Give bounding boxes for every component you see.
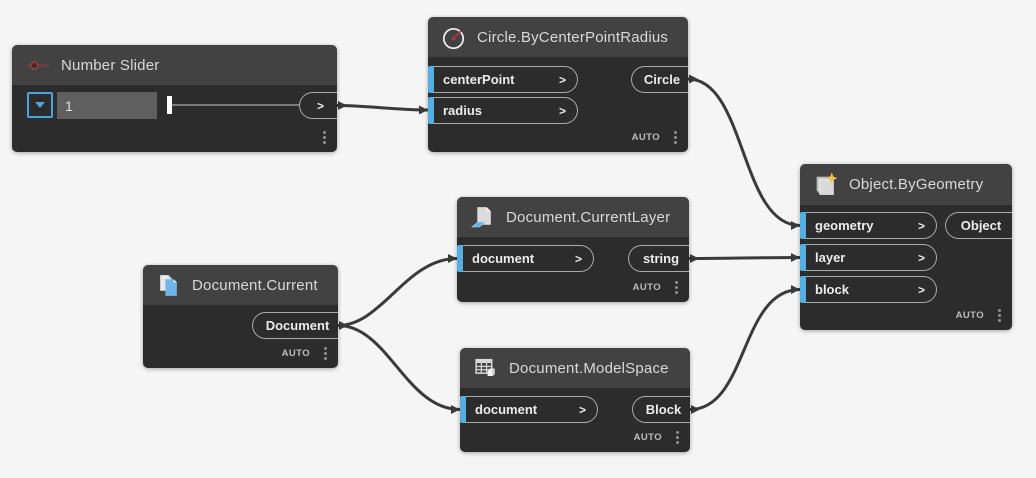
lacing-auto-label[interactable]: AUTO <box>955 310 984 321</box>
node-circle-bycenterpointradius[interactable]: Circle.ByCenterPointRadius centerPoint >… <box>428 17 688 152</box>
input-port-document[interactable]: document > <box>457 245 594 272</box>
input-port-block[interactable]: block > <box>800 276 937 303</box>
input-tab[interactable] <box>428 97 434 124</box>
node-document-currentlayer[interactable]: Document.CurrentLayer document > string … <box>457 197 689 302</box>
port-chevron: > <box>558 72 566 87</box>
output-port-circle[interactable]: Circle <box>631 66 688 93</box>
circle-radius-icon <box>442 27 465 49</box>
node-menu-kebab[interactable] <box>322 130 327 145</box>
port-chevron: > <box>558 103 566 118</box>
wire-document-to-currentlayer[interactable] <box>337 257 458 327</box>
port-label: geometry <box>815 218 874 233</box>
input-port-centerpoint[interactable]: centerPoint > <box>428 66 578 93</box>
slider-type-dropdown[interactable] <box>27 92 53 118</box>
lacing-auto-label[interactable]: AUTO <box>281 348 310 359</box>
node-menu-kebab[interactable] <box>997 308 1002 323</box>
port-label: centerPoint <box>443 72 515 87</box>
node-document-current[interactable]: Document.Current Document AUTO <box>143 265 338 368</box>
slider-track[interactable] <box>171 104 299 106</box>
document-layer-icon <box>470 206 491 227</box>
node-title: Circle.ByCenterPointRadius <box>477 28 669 46</box>
port-label: document <box>472 251 535 266</box>
wire-endpoint-arrows <box>338 74 800 414</box>
input-tab[interactable] <box>800 276 806 303</box>
port-chevron: > <box>917 218 925 233</box>
input-port-document[interactable]: document > <box>460 396 598 423</box>
node-object-bygeometry[interactable]: Object.ByGeometry geometry > layer > blo… <box>800 164 1012 330</box>
node-header[interactable]: Circle.ByCenterPointRadius <box>428 17 688 57</box>
node-menu-kebab[interactable] <box>675 430 680 445</box>
input-tab[interactable] <box>428 66 434 93</box>
input-port-geometry[interactable]: geometry > <box>800 212 937 239</box>
slider-icon <box>26 60 49 70</box>
output-port-object[interactable]: Object <box>945 212 1012 239</box>
node-title: Object.ByGeometry <box>849 176 984 193</box>
output-port-document[interactable]: Document <box>252 312 338 339</box>
node-title: Document.Current <box>192 276 318 294</box>
node-body: document > string AUTO <box>457 237 689 302</box>
node-header[interactable]: Document.ModelSpace <box>460 348 690 388</box>
port-label: radius <box>443 103 483 118</box>
node-body: centerPoint > radius > Circle AUTO <box>428 57 688 152</box>
wire-slider-to-radius[interactable] <box>336 104 429 112</box>
output-port-string[interactable]: string <box>628 245 689 272</box>
wire-string-to-layer[interactable] <box>688 256 801 260</box>
node-body: Document AUTO <box>143 305 338 368</box>
lacing-auto-label[interactable]: AUTO <box>632 282 661 293</box>
slider-thumb[interactable] <box>167 96 172 114</box>
node-document-modelspace[interactable]: Document.ModelSpace document > Block AUT… <box>460 348 690 452</box>
node-header[interactable]: Document.CurrentLayer <box>457 197 689 237</box>
port-chevron: > <box>578 402 586 417</box>
port-chevron: > <box>574 251 582 266</box>
node-menu-kebab[interactable] <box>674 280 679 295</box>
input-port-layer[interactable]: layer > <box>800 244 937 271</box>
node-title: Number Slider <box>61 56 160 74</box>
port-label: layer <box>815 250 846 265</box>
input-port-radius[interactable]: radius > <box>428 97 578 124</box>
slider-value-input[interactable]: 1 <box>57 92 157 119</box>
lacing-auto-label[interactable]: AUTO <box>633 432 662 443</box>
node-title: Document.ModelSpace <box>509 359 669 377</box>
output-port-block[interactable]: Block <box>632 396 690 423</box>
port-chevron: > <box>917 282 925 297</box>
lacing-auto-label[interactable]: AUTO <box>631 132 660 143</box>
port-label: document <box>475 402 538 417</box>
input-tab[interactable] <box>460 396 466 423</box>
node-menu-kebab[interactable] <box>673 130 678 145</box>
port-chevron: > <box>917 250 925 265</box>
input-tab[interactable] <box>800 212 806 239</box>
node-body: 1 > <box>12 85 337 152</box>
wire-block-to-block[interactable] <box>689 288 801 411</box>
node-body: document > Block AUTO <box>460 388 690 452</box>
wire-circle-to-geometry[interactable] <box>687 77 801 227</box>
documents-icon <box>160 274 177 296</box>
input-tab[interactable] <box>457 245 463 272</box>
node-body: geometry > layer > block > Object AUTO <box>800 205 1012 330</box>
sheets-star-icon <box>816 172 838 195</box>
table-cube-icon <box>475 358 495 376</box>
output-port-value[interactable]: > <box>299 92 337 119</box>
input-tab[interactable] <box>800 244 806 271</box>
node-title: Document.CurrentLayer <box>506 208 671 226</box>
node-number-slider[interactable]: Number Slider 1 > <box>12 45 337 152</box>
node-header[interactable]: Document.Current <box>143 265 338 305</box>
node-header[interactable]: Number Slider <box>12 45 337 85</box>
chevron-down-icon <box>35 102 45 108</box>
node-menu-kebab[interactable] <box>323 346 328 361</box>
node-header[interactable]: Object.ByGeometry <box>800 164 1012 205</box>
wire-document-to-modelspace[interactable] <box>337 324 461 411</box>
port-label: block <box>815 282 849 297</box>
